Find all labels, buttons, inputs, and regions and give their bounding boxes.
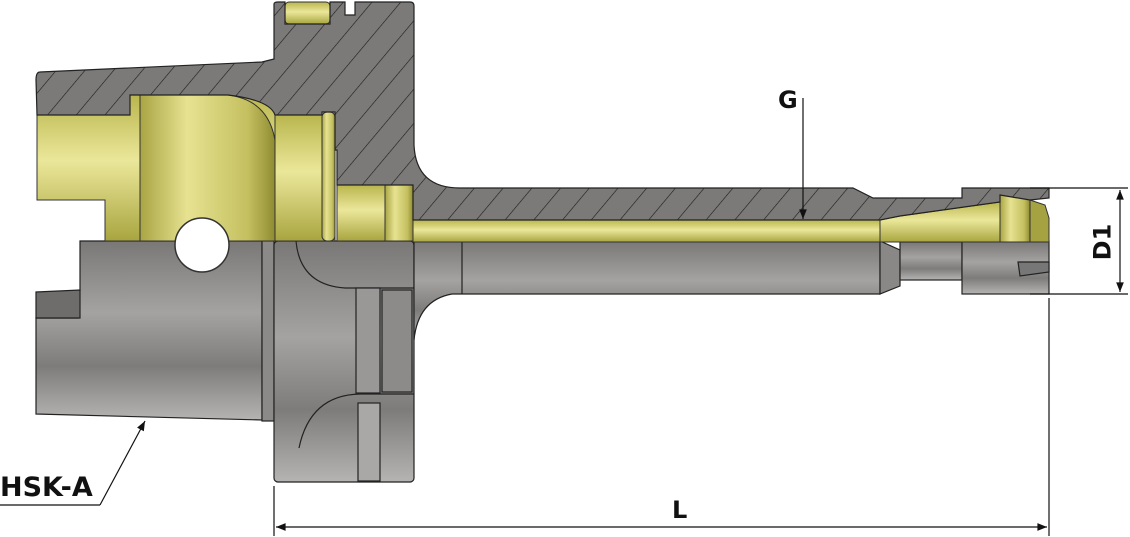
l-label: L bbox=[672, 496, 688, 524]
d1-label: D1 bbox=[1088, 223, 1117, 261]
coolant-hole bbox=[174, 217, 230, 273]
dimension-lines bbox=[0, 98, 1128, 536]
g-label: G bbox=[778, 86, 798, 114]
hsk-a-label: HSK-A bbox=[0, 472, 93, 503]
hsk-shank-body bbox=[35, 240, 1050, 483]
section-hatch bbox=[35, 1, 1050, 221]
